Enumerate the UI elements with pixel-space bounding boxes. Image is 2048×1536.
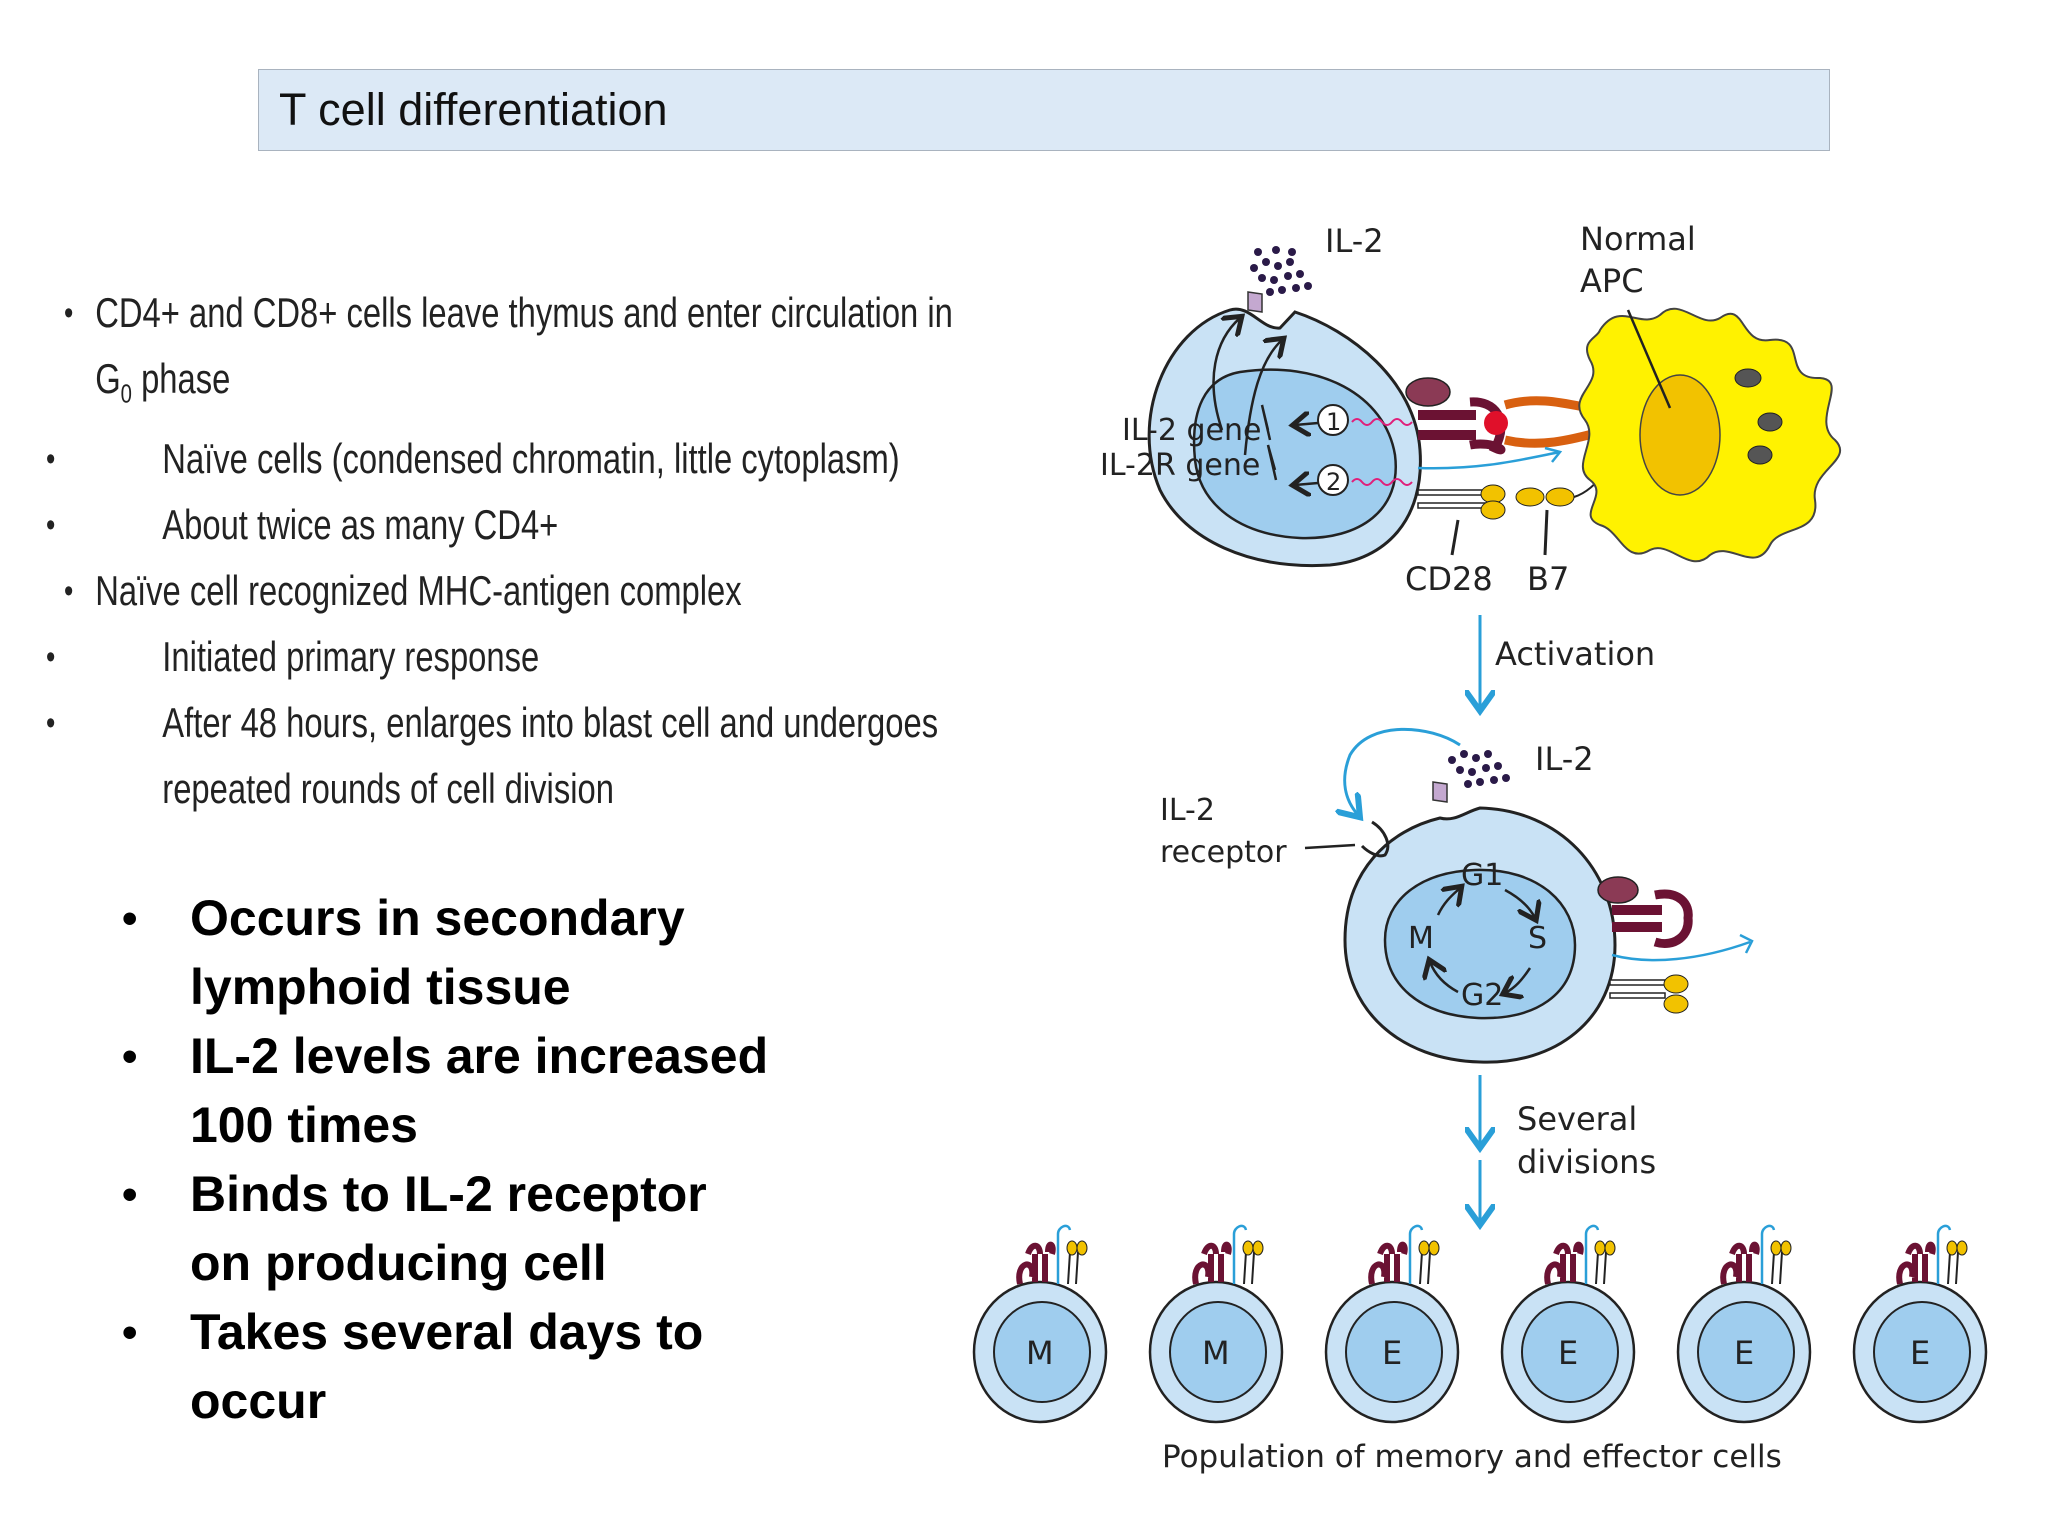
- g1-label: G1: [1461, 858, 1503, 893]
- apc-label: APC: [1580, 262, 1644, 300]
- il2r-gene-label: IL-2R gene: [1100, 448, 1260, 483]
- step-markers: 1 2: [1295, 404, 1413, 496]
- bullet-thymus: • CD4+ and CD8+ cells leave thymus and e…: [64, 289, 953, 336]
- cell-type-label: E: [1910, 1334, 1930, 1372]
- il2-mid-label: IL-2: [1535, 740, 1594, 778]
- population-cell: E: [1676, 1224, 1812, 1424]
- il2-granules-mid: [1432, 750, 1510, 803]
- receptor-label-line2: receptor: [1160, 835, 1287, 870]
- several-label: Several: [1517, 1100, 1637, 1138]
- il2-granules-top: [1247, 246, 1312, 313]
- gene-arrows: [1212, 318, 1282, 481]
- b7-label: B7: [1527, 560, 1569, 598]
- sub-bullet-initiated: • Initiated primary response: [46, 633, 540, 681]
- cell-type-label: M: [1202, 1334, 1230, 1372]
- normal-apc: [1578, 307, 1842, 563]
- sub-bullet-naive: • Naïve cells (condensed chromatin, litt…: [46, 435, 900, 483]
- il2-gene-label: IL-2 gene: [1122, 413, 1261, 448]
- il2-top-label: IL-2: [1325, 222, 1384, 260]
- page-title: T cell differentiation: [279, 84, 668, 135]
- step-1-label: 1: [1326, 408, 1341, 436]
- s-label: S: [1528, 921, 1547, 956]
- population-cell: E: [1500, 1224, 1636, 1424]
- cd28-label: CD28: [1405, 560, 1493, 598]
- activation-label: Activation: [1495, 635, 1655, 673]
- cell-type-label: E: [1734, 1334, 1754, 1372]
- cell-population: M M E: [972, 1224, 1988, 1424]
- bullet-recognized: • Naïve cell recognized MHC-antigen comp…: [64, 567, 742, 615]
- receptor-label-line1: IL-2: [1160, 793, 1215, 828]
- cell-cycle-arrows: [1430, 888, 1535, 993]
- il2-feedback-arrow: [1304, 727, 1461, 858]
- step-2-label: 2: [1326, 468, 1341, 496]
- sub-bullet-twice: • About twice as many CD4+: [46, 501, 559, 549]
- population-caption: Population of memory and effector cells: [1162, 1439, 1782, 1475]
- population-cell: M: [972, 1224, 1108, 1424]
- population-cell: E: [1852, 1224, 1988, 1424]
- divisions-label: divisions: [1517, 1143, 1656, 1181]
- m-label: M: [1408, 921, 1434, 956]
- normal-label: Normal: [1580, 220, 1696, 258]
- blast-cell: [1343, 806, 1617, 1064]
- cd28-b7: [1417, 469, 1609, 556]
- bullet-thymus-cont: G0 phase: [95, 355, 231, 409]
- tcr-complex-mid: [1597, 876, 1754, 1014]
- title-box: T cell differentiation: [258, 69, 1830, 151]
- sub-bullet-48h-cont: repeated rounds of cell division: [162, 765, 614, 813]
- sub-bullet-48h: • After 48 hours, enlarges into blast ce…: [46, 699, 939, 747]
- g2-label: G2: [1461, 978, 1503, 1013]
- population-cell: E: [1324, 1224, 1460, 1424]
- cell-type-label: E: [1558, 1334, 1578, 1372]
- tcr-complex-top: [1405, 377, 1602, 470]
- population-cell: M: [1148, 1224, 1284, 1424]
- cell-type-label: E: [1382, 1334, 1402, 1372]
- scanned-bullets: • CD4+ and CD8+ cells leave thymus and e…: [46, 280, 953, 822]
- cell-type-label: M: [1026, 1334, 1054, 1372]
